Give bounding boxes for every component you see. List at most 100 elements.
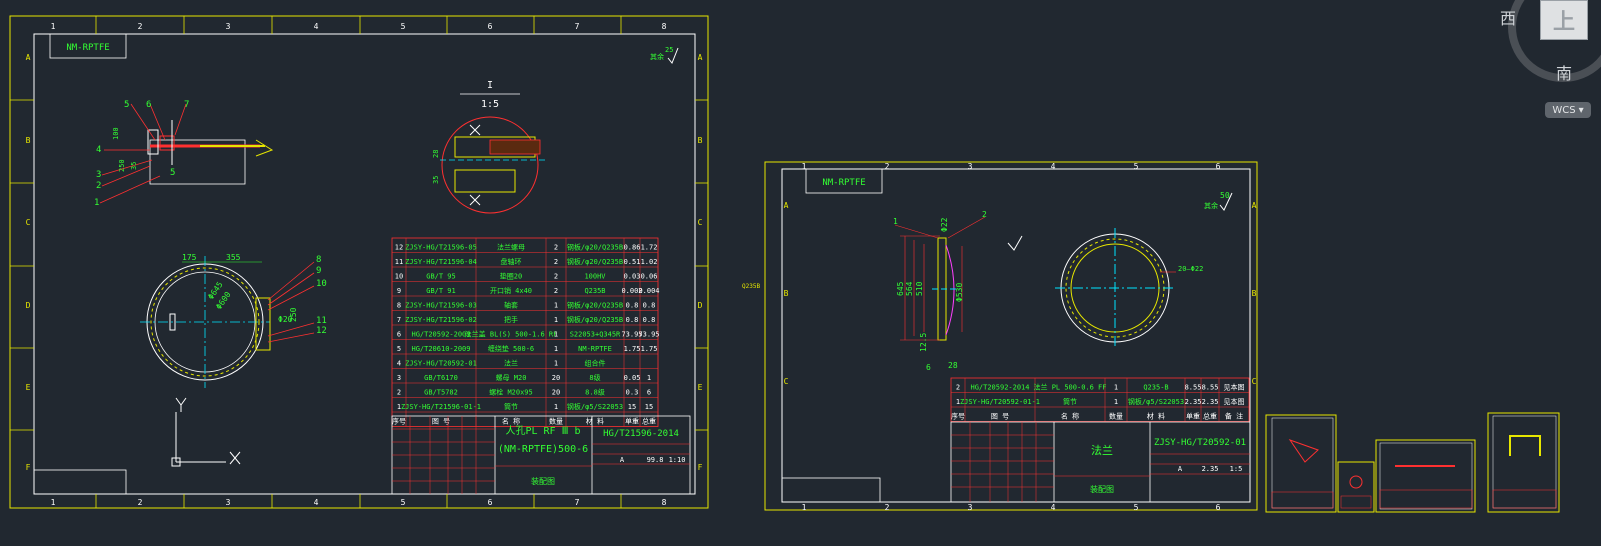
table-cell: 100HV: [584, 273, 606, 281]
table-cell: 钢板/φ20/Q235B: [567, 315, 623, 324]
sheet1-plan-view[interactable]: [140, 256, 271, 388]
table-cell: 钢板/φ20/Q235B: [567, 243, 623, 252]
sheet1-side-view[interactable]: [147, 120, 274, 185]
column-label: 1: [802, 503, 807, 512]
svg-text:9: 9: [316, 266, 321, 276]
table-header-cell: 名 称: [502, 417, 520, 426]
svg-text:4: 4: [96, 145, 101, 155]
table-cell: 筒节: [504, 402, 518, 411]
sheet2-plan-view[interactable]: 20—Φ22: [1055, 228, 1203, 348]
table-cell: 1.72: [641, 244, 658, 252]
sheet-thumbnails[interactable]: [1265, 412, 1560, 513]
table-header-cell: 单重: [625, 417, 639, 426]
row-label: E: [698, 383, 703, 392]
column-label: 5: [1134, 503, 1139, 512]
table-cell: 73.95: [621, 331, 642, 339]
viewcube-south[interactable]: 南: [1556, 64, 1573, 83]
table-cell: 钢板/φ5/S22053: [567, 402, 623, 411]
table-cell: 7: [397, 316, 401, 324]
svg-text:2: 2: [982, 210, 987, 219]
thumb-sheet-4[interactable]: [1337, 461, 1375, 513]
table-cell: 法兰盖 BL(S) 500-1.6 RF: [465, 330, 558, 339]
row-label: C: [1252, 377, 1257, 386]
table-cell: 1.75: [641, 345, 658, 353]
table-header-cell: 总重: [1203, 412, 1217, 421]
table-cell: 1.02: [641, 258, 658, 266]
table-cell: 筒节: [1063, 397, 1077, 406]
table-cell: 开口销 4x40: [490, 286, 532, 295]
row-label: C: [698, 218, 703, 227]
table-cell: GB/T5782: [424, 389, 458, 397]
row-label: A: [784, 201, 789, 210]
wcs-menu-button[interactable]: WCS ▾: [1545, 102, 1591, 118]
table-cell: 1: [1114, 384, 1118, 392]
sheet2-title-block[interactable]: 法兰 ZJSY-HG/T20592-01 A 2.35 1:5 装配图: [950, 421, 1251, 503]
table-header-cell: 备 注: [1225, 412, 1243, 421]
table-cell: ZJSY-HG/T20592-01-1: [960, 398, 1040, 406]
svg-text:HG/T21596-2014: HG/T21596-2014: [603, 429, 679, 439]
column-label: 2: [885, 162, 890, 171]
svg-text:1:5: 1:5: [481, 99, 499, 110]
drawing-sheet-2[interactable]: NM-RPTFE Q235B 其余 50 1 2: [742, 161, 1258, 512]
table-cell: 0.86: [624, 244, 641, 252]
table-header: 序号图 号名 称数量材 料单重总重备 注: [951, 412, 1243, 421]
thumb-sheet-5[interactable]: [1375, 439, 1476, 513]
thumb-sheet-6[interactable]: [1487, 412, 1560, 513]
sheet2-section-view[interactable]: 1 2 645 564 510 Φ530 Φ22 12.5 6 28: [893, 210, 987, 372]
row-label: B: [784, 289, 789, 298]
table-cell: HG/T20592-2009: [411, 331, 470, 339]
table-cell: ZJSY-HG/T20592-01: [405, 360, 477, 368]
table-cell: 钢板/φ5/S22053: [1128, 397, 1184, 406]
svg-text:5: 5: [170, 168, 175, 178]
table-cell: 2.35: [1202, 398, 1219, 406]
viewcube-compass-ring[interactable]: [1508, 0, 1601, 82]
viewcube-top-face[interactable]: 上: [1540, 0, 1588, 40]
table-cell: ZJSY-HG/T21596-04: [405, 258, 477, 266]
viewcube[interactable]: 上 西 南: [1500, 0, 1601, 83]
table-cell: HG/T20592-2014: [970, 384, 1029, 392]
table-cell: 1.75: [624, 345, 641, 353]
table-cell: GB/T6170: [424, 374, 458, 382]
table-cell: 1: [554, 403, 558, 411]
table-cell: 2: [956, 384, 960, 392]
table-cell: 2: [554, 258, 558, 266]
row-label: F: [698, 463, 703, 472]
svg-text:564: 564: [905, 281, 914, 296]
sheet2-side-text: Q235B: [742, 283, 760, 290]
row-label: A: [26, 53, 31, 62]
svg-text:28: 28: [948, 361, 958, 370]
thumb-sheet-3[interactable]: [1265, 414, 1337, 513]
table-cell: GB/T 91: [426, 287, 456, 295]
sheet1-title-block[interactable]: 人孔PL RF Ⅲ b (NM-RPTFE)500-6 HG/T21596-20…: [391, 415, 691, 495]
detail-view-I[interactable]: I 1:5 28 35: [432, 80, 545, 214]
viewcube-west[interactable]: 西: [1500, 9, 1517, 28]
table-cell: 法兰: [504, 359, 518, 368]
column-label: 6: [488, 22, 493, 31]
drawing-sheet-1[interactable]: NM-RPTFE 其余 25 4 3 2: [9, 15, 709, 509]
column-label: 5: [401, 498, 406, 507]
column-label: 8: [662, 498, 667, 507]
svg-text:99.8: 99.8: [647, 456, 664, 464]
table-header: 序号图 号名 称数量材 料单重总重: [392, 417, 656, 426]
sheet1-dims-plan: 175 355 Φ645 Φ600 Φ20 250: [182, 253, 298, 324]
